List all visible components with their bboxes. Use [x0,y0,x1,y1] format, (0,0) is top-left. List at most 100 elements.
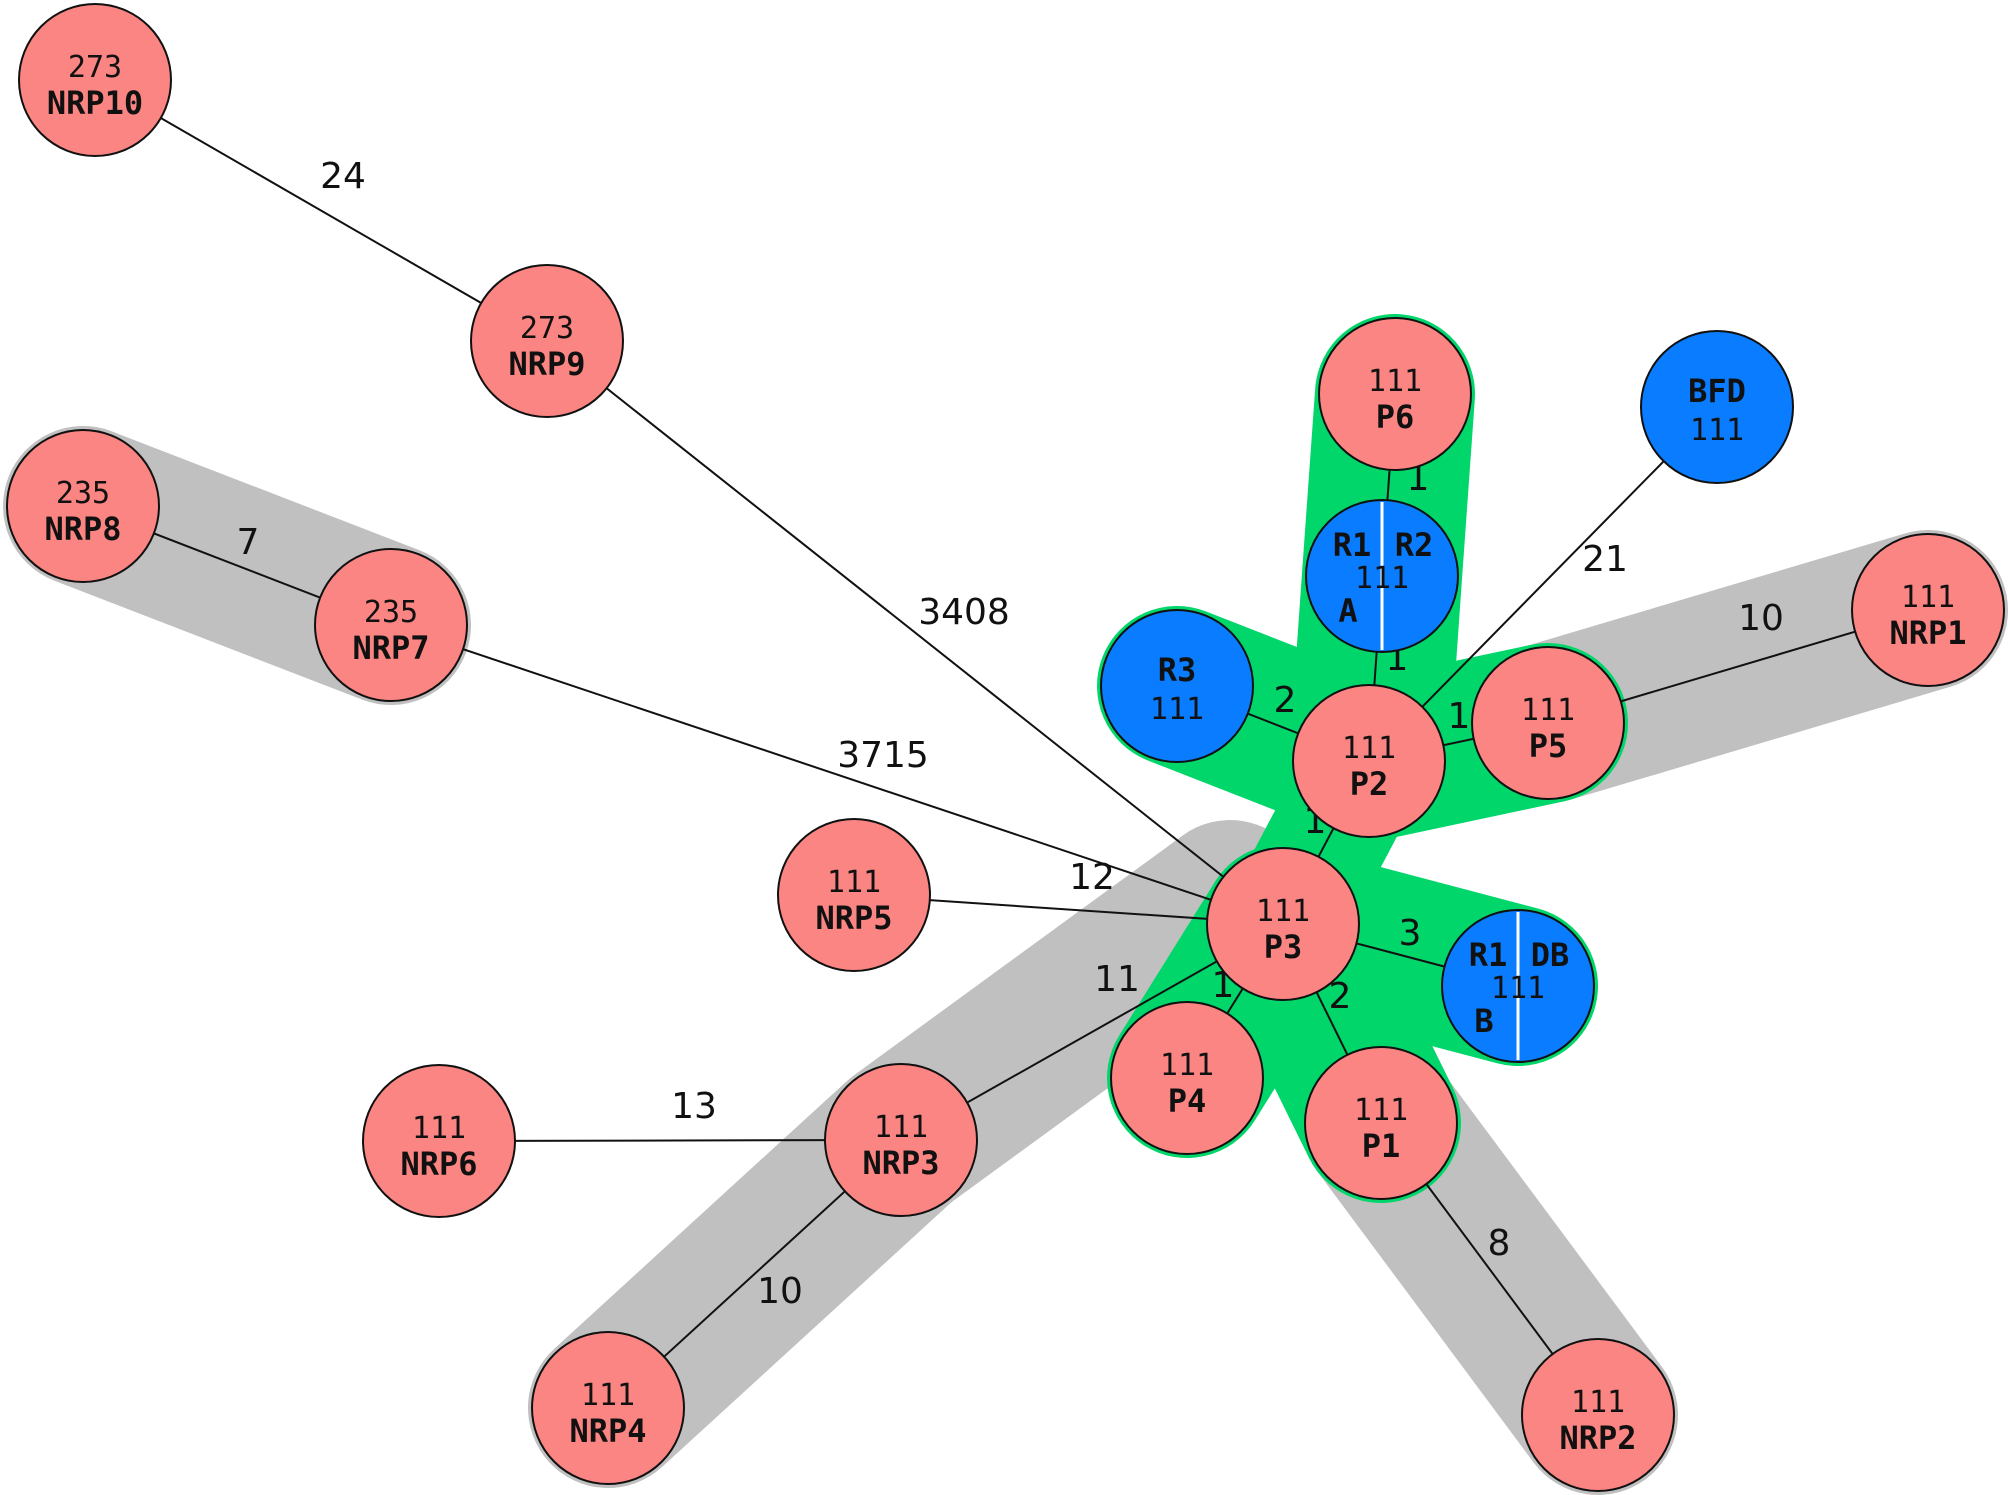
edge-nrp6-nrp3 [438,1139,902,1142]
edge-weight-label: 3408 [918,592,1010,633]
node-circle [1640,330,1794,484]
edge-weight-label: 3 [1399,913,1422,954]
node-circle [314,548,468,702]
node-circle [1851,533,2005,687]
node-label-right: DB [1531,936,1570,974]
node-label-value: 111 [1901,580,1955,615]
node-circle [1521,1338,1675,1492]
node-circle [6,429,160,583]
node-label-name: A [1338,592,1357,630]
node-label-value: 111 [1355,561,1409,596]
node-label-name: NRP3 [862,1144,939,1182]
node-label-value: 235 [364,595,418,630]
node-label-value: 111 [827,865,881,900]
node-label-value: 235 [56,476,110,511]
node-label-name: P4 [1168,1082,1207,1120]
node-label-value: 111 [1491,971,1545,1006]
edge-nrp10-nrp9 [94,79,548,342]
edge-weight-label: 21 [1582,539,1628,580]
node-circle [18,3,172,157]
edge-weight-label: 8 [1488,1223,1511,1264]
node-label-right: R2 [1395,526,1434,564]
node-circle [1206,847,1360,1001]
node-label-name: R3 [1158,651,1197,689]
node-label-value: 111 [1354,1093,1408,1128]
node-label-value: 111 [1368,364,1422,399]
node-label-value: 111 [1571,1385,1625,1420]
node-label-left: R1 [1469,936,1508,974]
edge-weight-label: 10 [757,1271,803,1312]
node-label-value: 111 [1150,692,1204,727]
node-circle [1304,1046,1458,1200]
edge-weight-label: 1 [1448,696,1471,737]
edge-weight-label: 13 [671,1086,717,1127]
edge-weight-label: 2 [1274,680,1297,721]
edge-weight-label: 7 [237,522,260,563]
node-label-name: B [1474,1002,1493,1040]
node-label-name: NRP8 [44,510,121,548]
edge-weight-label: 11 [1094,959,1140,1000]
node-circle [1318,317,1472,471]
node-label-value: 273 [68,50,122,85]
node-label-name: P5 [1529,727,1568,765]
edge-weight-label: 10 [1738,598,1784,639]
node-label-name: NRP7 [352,629,429,667]
edge-bfd-p2 [1368,406,1718,762]
node-label-value: 111 [1521,693,1575,728]
edge-nrp9-p3 [546,340,1284,925]
node-label-name: P2 [1350,765,1389,803]
node-label-value: 111 [1690,413,1744,448]
node-circle [362,1064,516,1218]
node-circle [1292,684,1446,838]
node-label-value: 111 [412,1111,466,1146]
node-layer: 273NRP10273NRP9235NRP8235NRP7111P6BFD111… [6,3,2005,1492]
node-label-name: NRP4 [569,1412,646,1450]
node-label-name: P1 [1362,1127,1401,1165]
node-label-name: P6 [1376,398,1415,436]
edge-weight-label: 12 [1069,857,1115,898]
node-circle [1471,646,1625,800]
node-circle [1100,609,1254,763]
node-label-value: 111 [1342,731,1396,766]
edge-weight-label: 2 [1329,976,1352,1017]
node-label-name: P3 [1264,928,1303,966]
node-label-value: 111 [1160,1048,1214,1083]
node-label-left: R1 [1333,526,1372,564]
node-label-name: NRP9 [508,345,585,383]
node-label-name: NRP2 [1559,1419,1636,1457]
node-label-name: NRP10 [47,84,143,122]
node-circle [470,264,624,418]
node-label-name: NRP1 [1889,614,1966,652]
node-label-value: 111 [581,1378,635,1413]
node-label-value: 111 [874,1110,928,1145]
node-label-name: NRP5 [815,899,892,937]
node-label-name: BFD [1688,372,1746,410]
node-label-value: 111 [1256,894,1310,929]
node-label-name: NRP6 [400,1145,477,1183]
edge-weight-label: 3715 [837,735,929,776]
edge-nrp7-p3 [390,624,1284,925]
node-circle [824,1063,978,1217]
